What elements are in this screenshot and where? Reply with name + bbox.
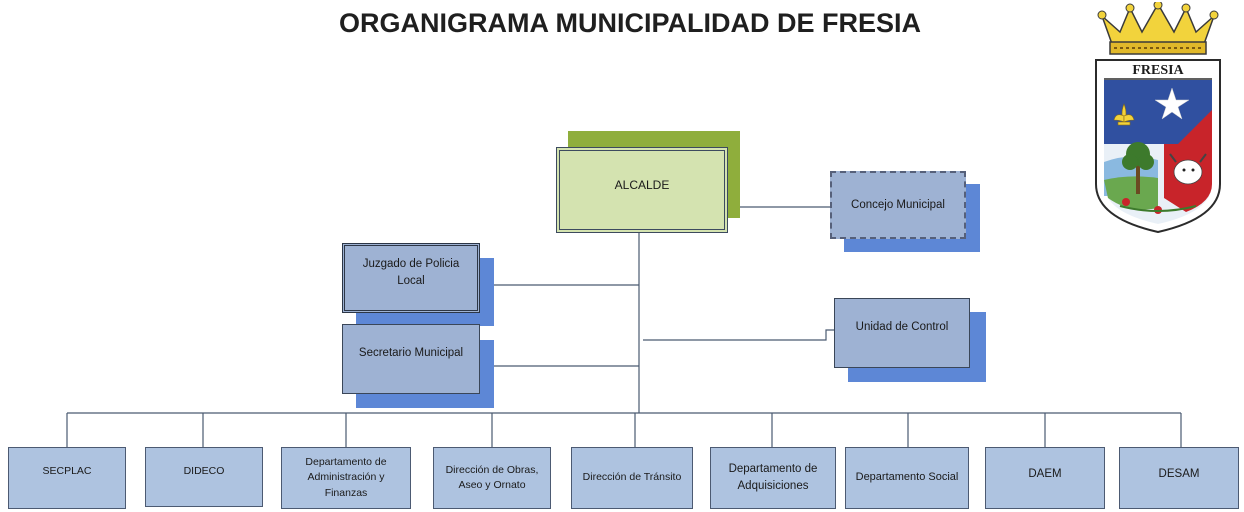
- dept-box: DAEM: [985, 447, 1105, 509]
- dept-label: Dirección de Tránsito: [582, 471, 682, 484]
- control-label: Unidad de Control: [855, 320, 949, 333]
- chart-title: ORGANIGRAMA MUNICIPALIDAD DE FRESIA: [339, 8, 921, 38]
- concejo-municipal-box: Concejo Municipal: [830, 171, 966, 239]
- dept-label: DESAM: [1158, 468, 1200, 480]
- line-juzgado: [478, 277, 639, 286]
- juzgado-box: Juzgado de Policia Local: [342, 243, 480, 313]
- alcalde-label: ALCALDE: [614, 178, 670, 192]
- juzgado-label: Juzgado de Policia Local: [362, 258, 460, 287]
- line-secretario: [478, 357, 639, 367]
- crown-icon: [1097, 2, 1219, 55]
- secretario-box: Secretario Municipal: [342, 324, 480, 394]
- fresia-crest-logo: FRESIA: [1095, 2, 1221, 234]
- dept-label: Dirección de Obras, Aseo y Ornato: [445, 463, 539, 491]
- dept-label: Departamento Social: [855, 471, 959, 484]
- dept-box: Departamento Social: [845, 447, 969, 509]
- dept-box: Departamento de Adquisiciones: [710, 447, 836, 509]
- dept-box: Dirección de Obras, Aseo y Ornato: [433, 447, 551, 509]
- line-control: [643, 329, 834, 341]
- dept-box: DIDECO: [145, 447, 263, 507]
- dept-box: SECPLAC: [8, 447, 126, 509]
- dept-label: Departamento de Adquisiciones: [728, 463, 818, 492]
- unidad-control-box: Unidad de Control: [834, 298, 970, 368]
- cow-icon: [1169, 153, 1207, 185]
- dept-box: DESAM: [1119, 447, 1239, 509]
- concejo-label: Concejo Municipal: [851, 198, 945, 211]
- dept-label: Departamento de Administración y Finanza…: [305, 456, 387, 499]
- dept-label: SECPLAC: [42, 465, 92, 477]
- dept-label: DAEM: [1028, 468, 1062, 480]
- line-concejo: [728, 189, 832, 208]
- crest-text: FRESIA: [1132, 63, 1184, 78]
- fleur-de-lis-icon: [1113, 103, 1135, 126]
- dept-box: Departamento de Administración y Finanza…: [281, 447, 411, 509]
- dept-label: DIDECO: [183, 465, 225, 477]
- dept-box: Dirección de Tránsito: [571, 447, 693, 509]
- secretario-label: Secretario Municipal: [358, 347, 464, 359]
- alcalde-box: ALCALDE: [556, 147, 728, 233]
